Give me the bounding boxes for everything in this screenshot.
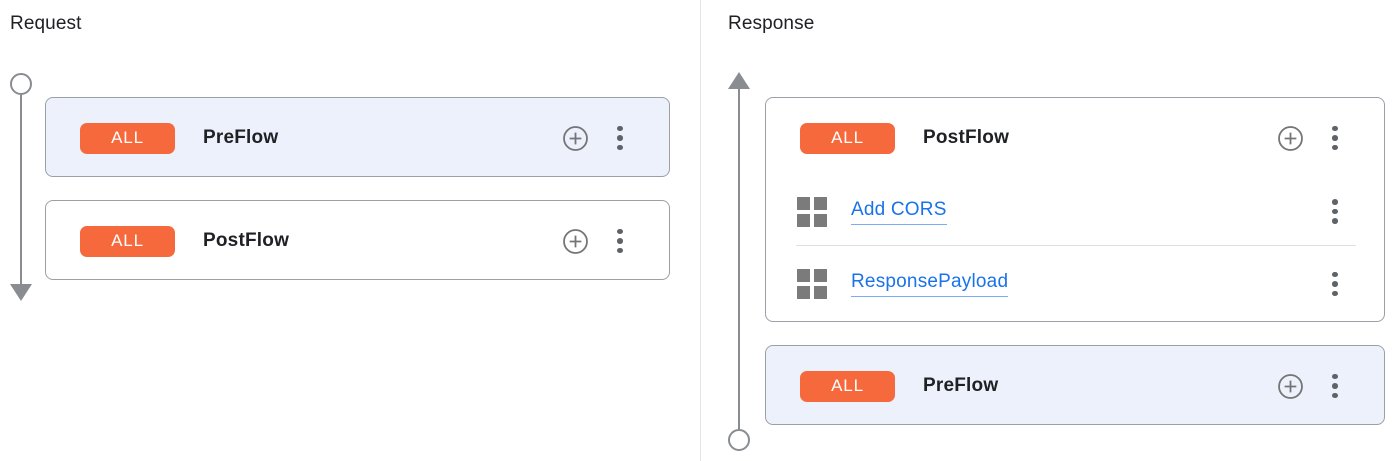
plus-circle-icon xyxy=(563,228,588,254)
policy-divider xyxy=(796,245,1356,246)
policy-row: Add CORS xyxy=(766,178,1384,245)
add-policy-button[interactable] xyxy=(562,228,589,255)
add-policy-button[interactable] xyxy=(1277,373,1304,400)
more-menu-button[interactable] xyxy=(1328,198,1342,226)
response-preflow-card[interactable]: ALL PreFlow xyxy=(765,345,1385,425)
add-policy-button[interactable] xyxy=(1277,125,1304,152)
response-postflow-card[interactable]: ALL PostFlow Add CORS xyxy=(765,97,1385,322)
more-menu-button[interactable] xyxy=(1328,372,1342,400)
condition-badge: ALL xyxy=(800,370,895,402)
request-panel-title: Request xyxy=(10,13,82,34)
policy-grid-icon xyxy=(797,269,827,299)
kebab-icon xyxy=(1332,125,1338,132)
timeline-start-circle-icon xyxy=(10,73,32,95)
policy-link-responsepayload[interactable]: ResponsePayload xyxy=(851,271,1009,297)
kebab-icon xyxy=(617,228,623,235)
add-policy-button[interactable] xyxy=(562,125,589,152)
flow-name: PostFlow xyxy=(203,230,290,251)
flow-name: PreFlow xyxy=(923,375,999,396)
more-menu-button[interactable] xyxy=(1328,124,1342,152)
arrow-down-icon xyxy=(10,284,32,301)
policy-link-add-cors[interactable]: Add CORS xyxy=(851,199,947,225)
arrow-up-icon xyxy=(728,72,750,89)
more-menu-button[interactable] xyxy=(613,124,627,152)
request-preflow-card[interactable]: ALL PreFlow xyxy=(45,97,670,177)
condition-badge: ALL xyxy=(80,225,175,257)
condition-badge: ALL xyxy=(800,122,895,154)
kebab-icon xyxy=(1332,373,1338,380)
plus-circle-icon xyxy=(1278,373,1303,399)
policy-grid-icon xyxy=(797,196,827,227)
flow-name: PostFlow xyxy=(923,127,1010,148)
response-timeline-line xyxy=(738,89,740,430)
response-panel-title: Response xyxy=(728,13,815,34)
more-menu-button[interactable] xyxy=(1328,270,1342,298)
request-postflow-card[interactable]: ALL PostFlow xyxy=(45,200,670,280)
plus-circle-icon xyxy=(563,125,588,151)
timeline-end-circle-icon xyxy=(728,429,750,451)
kebab-icon xyxy=(1332,271,1338,278)
panel-divider xyxy=(700,0,701,461)
kebab-icon xyxy=(1332,199,1338,205)
kebab-icon xyxy=(617,125,623,132)
more-menu-button[interactable] xyxy=(613,227,627,255)
flow-name: PreFlow xyxy=(203,127,279,148)
condition-badge: ALL xyxy=(80,122,175,154)
request-timeline-line xyxy=(20,95,22,284)
policy-row: ResponsePayload xyxy=(766,246,1384,322)
plus-circle-icon xyxy=(1278,125,1303,151)
